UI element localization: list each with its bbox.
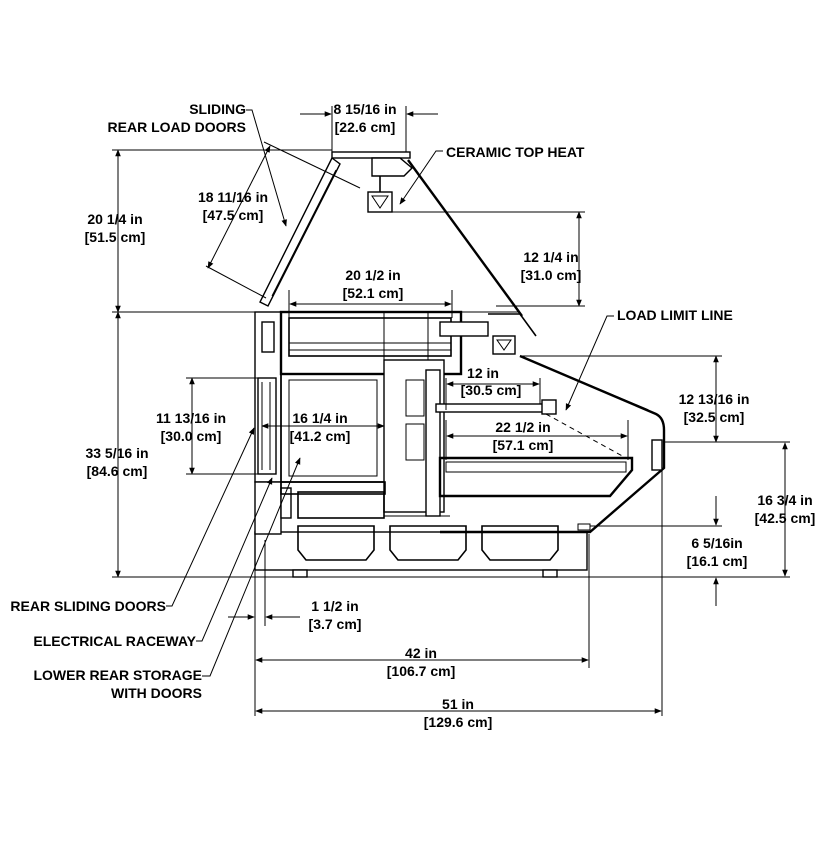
dim-total-height: 33 5/16 in (85, 445, 148, 461)
label-rear-load-doors: REAR LOAD DOORS (108, 119, 246, 135)
foot-right (542, 569, 558, 578)
dim-heat-drop: 12 1/4 in (523, 249, 578, 265)
upper-shelf-box (288, 317, 452, 357)
dim-top-width: 8 15/16 in (333, 101, 396, 117)
dimension-lines (112, 106, 790, 716)
label-sliding: SLIDING (189, 101, 246, 117)
label-load-limit-line: LOAD LIMIT LINE (617, 307, 733, 323)
text-labels: SLIDING REAR LOAD DOORS 8 15/16 in [22.6… (10, 101, 815, 730)
mid-shelf (435, 403, 553, 413)
dim-storage-height-cm: [30.0 cm] (161, 428, 222, 444)
dim-shelf-width: 20 1/2 in (345, 267, 400, 283)
dim-glass-length-cm: [47.5 cm] (203, 207, 264, 223)
dim-deck-height: 16 3/4 in (757, 492, 812, 508)
dim-storage-width: 16 1/4 in (292, 410, 347, 426)
dim-deck-depth-cm: [57.1 cm] (493, 437, 554, 453)
case-base (254, 531, 588, 571)
base-panel-2 (389, 525, 467, 561)
callout-leaders (166, 109, 614, 677)
dim-deck-height-cm: [42.5 cm] (755, 510, 816, 526)
lower-lamp (492, 335, 516, 355)
label-electrical-raceway: ELECTRICAL RACEWAY (33, 633, 196, 649)
dim-deck-depth: 22 1/2 in (495, 419, 550, 435)
glass-dim-line (207, 145, 271, 269)
base-panel-1 (297, 525, 375, 561)
front-bumper (651, 439, 663, 471)
dim-front-glass-height: 12 13/16 in (679, 391, 750, 407)
front-glass (407, 159, 523, 317)
ceramic-heater (371, 157, 414, 177)
dim-storage-width-cm: [41.2 cm] (290, 428, 351, 444)
dim-raceway-depth: 1 1/2 in (311, 598, 358, 614)
dim-top-width-cm: [22.6 cm] (335, 119, 396, 135)
label-with-doors: WITH DOORS (111, 685, 202, 701)
dim-overall-width-cm: [129.6 cm] (424, 714, 492, 730)
label-ceramic-top-heat: CERAMIC TOP HEAT (446, 144, 585, 160)
top-lamp (367, 191, 393, 213)
display-deck (438, 456, 634, 498)
label-lower-rear-storage: LOWER REAR STORAGE (33, 667, 202, 683)
dim-front-glass-height-cm: [32.5 cm] (684, 409, 745, 425)
dim-base-height: 6 5/16in (691, 535, 742, 551)
base-panel-3 (481, 525, 559, 561)
dim-raceway-depth-cm: [3.7 cm] (309, 616, 362, 632)
front-body-curve (440, 354, 666, 534)
dim-total-height-cm: [84.6 cm] (87, 463, 148, 479)
rear-column-slot (261, 321, 275, 353)
case-outline (254, 310, 666, 578)
glass-top (205, 141, 523, 317)
dim-base-width: 42 in (405, 645, 437, 661)
rear-glass-door (259, 156, 341, 307)
dim-base-height-cm: [16.1 cm] (687, 553, 748, 569)
dim-shelf-depth: 12 in (467, 365, 499, 381)
shelf-light (541, 399, 557, 415)
dim-upper-height: 20 1/4 in (87, 211, 142, 227)
dim-glass-length: 18 11/16 in (198, 189, 268, 205)
drawer-lower (297, 491, 385, 519)
top-shelf-bracket (439, 321, 489, 337)
dim-base-width-cm: [106.7 cm] (387, 663, 455, 679)
dim-storage-height: 11 13/16 in (156, 410, 226, 426)
dim-upper-height-cm: [51.5 cm] (85, 229, 146, 245)
dim-overall-width: 51 in (442, 696, 474, 712)
dim-shelf-depth-cm: [30.5 cm] (461, 382, 522, 398)
label-rear-sliding-doors: REAR SLIDING DOORS (10, 598, 166, 614)
dim-heat-drop-cm: [31.0 cm] (521, 267, 582, 283)
foot-left (292, 569, 308, 578)
dim-shelf-width-cm: [52.1 cm] (343, 285, 404, 301)
center-post (425, 369, 441, 517)
top-heat-housing (331, 151, 411, 159)
